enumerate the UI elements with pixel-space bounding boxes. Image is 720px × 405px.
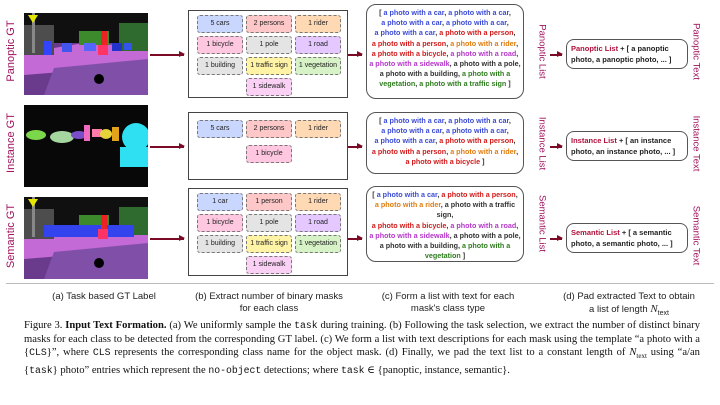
arrow-masks-to-list-instance: [348, 143, 363, 149]
text-list-bubble-semantic: [ a photo with a car, a photo with a per…: [366, 186, 524, 262]
text-list-line: a photo with a building, a photo with a: [379, 69, 511, 79]
row-label-instance: Instance GT: [5, 113, 17, 173]
mask-chip: 1 car: [197, 193, 243, 211]
mask-chip: 1 road: [295, 214, 341, 232]
step-caption-a: (a) Task based GT Label: [52, 291, 156, 302]
final-pad-text: photo, an instance photo, ... ]: [571, 147, 676, 156]
arrow-masks-to-list-panoptic: [348, 51, 363, 57]
text-label-instance: Instance Text: [690, 115, 702, 172]
mask-chip: 5 cars: [197, 15, 243, 33]
mask-chip: 1 building: [197, 57, 243, 75]
mask-chip: 1 rider: [295, 15, 341, 33]
text-label-semantic: Semantic Text: [690, 205, 702, 266]
text-list-line: a photo with a person, a photo with a ri…: [371, 146, 519, 156]
mask-chip: 1 pole: [246, 214, 292, 232]
mask-chip: 1 vegetation: [295, 57, 341, 75]
final-pad-text: photo, a semantic photo, ... ]: [571, 239, 673, 248]
text-list-line: a photo with a sidewalk, a photo with a …: [369, 59, 521, 69]
semantic-segmentation-map: [24, 197, 148, 279]
mask-chip: 1 road: [295, 36, 341, 54]
text-list-line: a photo with a car, a photo with a car,: [381, 18, 509, 28]
final-pad-text: + [ an instance: [616, 136, 672, 145]
text-list-line: a photo with a car, a photo with a car,: [381, 126, 509, 136]
mask-chip: 1 person: [246, 193, 292, 211]
mask-chip: 1 sidewalk: [246, 256, 292, 274]
text-list-bubble-panoptic: [ a photo with a car, a photo with a car…: [366, 4, 524, 99]
text-list-line: a photo with a sidewalk, a photo with a …: [369, 230, 521, 240]
text-list-line: vegetation, a photo with a traffic sign …: [379, 79, 511, 89]
arrow-masks-to-list-semantic: [348, 235, 363, 241]
arrow-list-to-text-panoptic: [550, 51, 563, 57]
semantic-gt-image: [24, 197, 148, 279]
mask-panel-panoptic: 5 cars 2 persons 1 rider 1 bicycle 1 pol…: [188, 10, 348, 98]
mask-panel-semantic: 1 car 1 person 1 rider 1 bicycle 1 pole …: [188, 188, 348, 276]
mask-chip: 1 rider: [295, 193, 341, 211]
text-list-line: [ a photo with a car, a photo with a car…: [379, 8, 511, 17]
final-pad-text: + [ a semantic: [619, 228, 672, 237]
text-list-line: a photo with a car, a photo with a perso…: [374, 136, 516, 146]
final-list-name: Semantic List: [571, 228, 620, 237]
final-list-name: Panoptic List: [571, 44, 619, 53]
arrow-gt-to-masks-instance: [150, 143, 185, 149]
figure-number: Figure 3.: [24, 320, 63, 331]
mask-chip: 1 bicycle: [246, 145, 292, 163]
instance-segmentation-map: [24, 105, 148, 187]
text-list-line: vegetation ]: [424, 251, 466, 261]
row-label-panoptic: Panoptic GT: [5, 20, 17, 82]
mask-chip: 5 cars: [197, 120, 243, 138]
text-list-line: [ a photo with a car, a photo with a car…: [379, 116, 511, 125]
panoptic-gt-image: [24, 13, 148, 95]
text-list-line: a photo with a car, a photo with a perso…: [374, 28, 516, 38]
final-list-name: Instance List: [571, 136, 617, 145]
text-list-line: a photo with a bicycle, a photo with a r…: [371, 220, 519, 230]
mask-chip: 2 persons: [246, 120, 292, 138]
divider: [6, 283, 714, 284]
text-list-bubble-instance: [ a photo with a car, a photo with a car…: [366, 112, 524, 174]
mask-chip: 2 persons: [246, 15, 292, 33]
mask-chip: 1 rider: [295, 120, 341, 138]
arrow-gt-to-masks-panoptic: [150, 51, 185, 57]
figure-title: Input Text Formation.: [65, 320, 167, 331]
list-label-panoptic: Panoptic List: [536, 24, 548, 79]
row-label-semantic: Semantic GT: [5, 203, 17, 269]
arrow-list-to-text-instance: [550, 143, 563, 149]
padded-text-box-instance: Instance List + [ an instance photo, an …: [566, 131, 688, 161]
mask-panel-instance: 5 cars 2 persons 1 rider 1 bicycle: [188, 112, 348, 180]
arrow-gt-to-masks-semantic: [150, 235, 185, 241]
mask-chip: 1 building: [197, 235, 243, 253]
mask-chip: 1 bicycle: [197, 214, 243, 232]
list-label-semantic: Semantic List: [536, 194, 548, 253]
text-list-line: a photo with a bicycle, a photo with a r…: [371, 48, 519, 58]
final-pad-text: photo, a panoptic photo, ... ]: [571, 55, 672, 64]
mask-chip: 1 pole: [246, 36, 292, 54]
final-pad-text: + [ a panoptic: [618, 44, 669, 53]
text-list-line: a photo with a bicycle ]: [405, 156, 485, 166]
mask-chip: 1 traffic sign: [246, 235, 292, 253]
figure-caption: Figure 3. Input Text Formation. (a) We u…: [24, 320, 700, 376]
list-label-instance: Instance List: [536, 116, 548, 171]
text-list-line: a photo with a person, a photo with a ri…: [371, 38, 519, 48]
text-list-line: a photo with a rider, a photo with a tra…: [374, 200, 516, 220]
mask-chip: 1 vegetation: [295, 235, 341, 253]
text-list-line: a photo with a building, a photo with a: [379, 241, 511, 251]
padded-text-box-semantic: Semantic List + [ a semantic photo, a se…: [566, 223, 688, 253]
padded-text-box-panoptic: Panoptic List + [ a panoptic photo, a pa…: [566, 39, 688, 69]
text-list-line: [ a photo with a car, a photo with a per…: [372, 190, 518, 199]
panoptic-segmentation-map: [24, 13, 148, 95]
mask-chip: 1 traffic sign: [246, 57, 292, 75]
mask-chip: 1 sidewalk: [246, 78, 292, 96]
mask-chip: 1 bicycle: [197, 36, 243, 54]
instance-gt-image: [24, 105, 148, 187]
arrow-list-to-text-semantic: [550, 235, 563, 241]
text-label-panoptic: Panoptic Text: [690, 23, 702, 80]
